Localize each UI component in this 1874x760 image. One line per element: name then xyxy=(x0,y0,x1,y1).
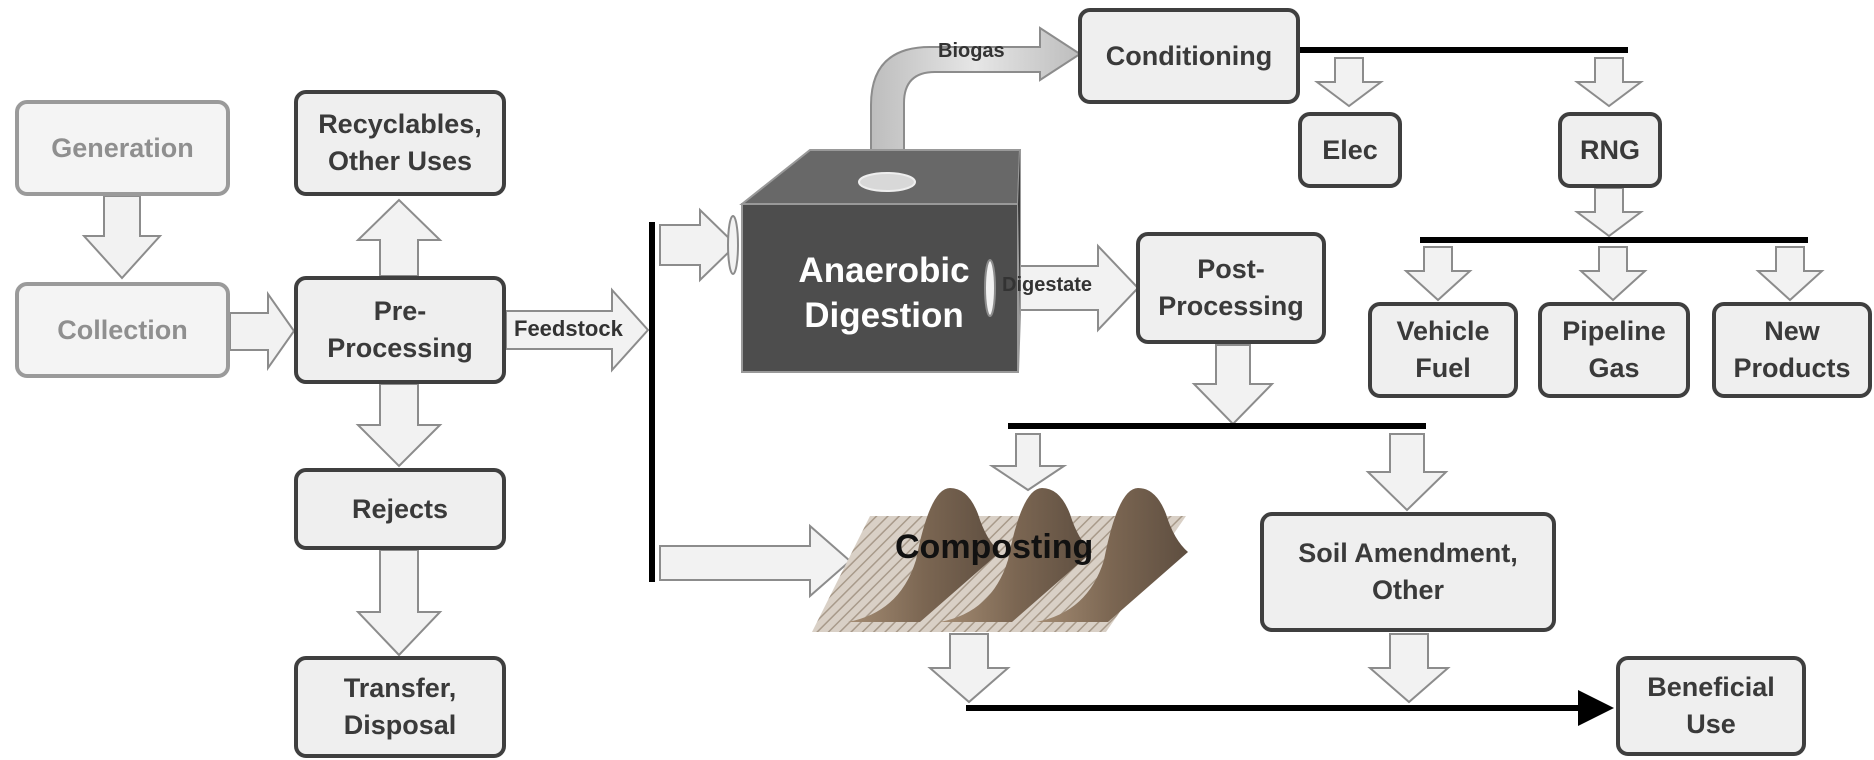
arrow-bus-anaerobic xyxy=(659,207,738,283)
arrow-conditioning-elec xyxy=(1314,57,1384,108)
node-preprocessing: Pre- Processing xyxy=(294,276,506,384)
digestate-label: Digestate xyxy=(1002,274,1093,296)
node-rejects: Rejects xyxy=(294,468,506,550)
arrow-collection-preprocessing xyxy=(229,290,296,372)
arrow-composting-bus xyxy=(927,633,1011,704)
arrow-conditioning-rng xyxy=(1574,57,1644,108)
biogas-pipe xyxy=(870,26,1082,183)
node-collection: Collection xyxy=(15,282,230,378)
node-generation: Generation xyxy=(15,100,230,196)
arrow-bus-composting xyxy=(988,433,1068,492)
node-new-products: New Products xyxy=(1712,302,1872,398)
node-vehicle-fuel: Vehicle Fuel xyxy=(1368,302,1518,398)
arrow-preprocessing-recyclables xyxy=(355,198,443,277)
arrow-bus-soil xyxy=(1365,433,1449,512)
arrow-preprocessing-rejects xyxy=(355,383,443,468)
biogas-label: Biogas xyxy=(938,40,1005,62)
compost-windrows xyxy=(812,488,1188,632)
arrow-rejects-transfer xyxy=(355,549,443,657)
arrow-bus-composting-in xyxy=(659,523,852,599)
node-postprocessing: Post- Processing xyxy=(1136,232,1326,344)
arrow-soil-bus xyxy=(1367,633,1451,704)
arrow-bus-pipeline xyxy=(1578,246,1648,302)
arrow-feedstock xyxy=(505,287,650,373)
feedstock-label: Feedstock xyxy=(514,316,623,341)
arrow-bus-vehicle xyxy=(1403,246,1473,302)
node-transfer: Transfer, Disposal xyxy=(294,656,506,758)
node-beneficial-use: Beneficial Use xyxy=(1616,656,1806,756)
node-pipeline-gas: Pipeline Gas xyxy=(1538,302,1690,398)
beneficial-arrowhead xyxy=(1578,690,1614,726)
node-conditioning: Conditioning xyxy=(1078,8,1300,104)
node-rng: RNG xyxy=(1558,112,1662,188)
arrow-generation-collection xyxy=(81,195,163,280)
node-composting: Composting xyxy=(895,528,1094,566)
node-elec: Elec xyxy=(1298,112,1402,188)
arrow-postprocessing-bus xyxy=(1191,344,1275,426)
node-soil-amendment: Soil Amendment, Other xyxy=(1260,512,1556,632)
node-recyclables: Recyclables, Other Uses xyxy=(294,90,506,196)
arrow-rng-bus xyxy=(1574,187,1644,238)
node-anaerobic-digestion: Anaerobic Digestion xyxy=(798,251,970,335)
arrow-bus-newproducts xyxy=(1755,246,1825,302)
digester-cube xyxy=(739,149,1022,373)
